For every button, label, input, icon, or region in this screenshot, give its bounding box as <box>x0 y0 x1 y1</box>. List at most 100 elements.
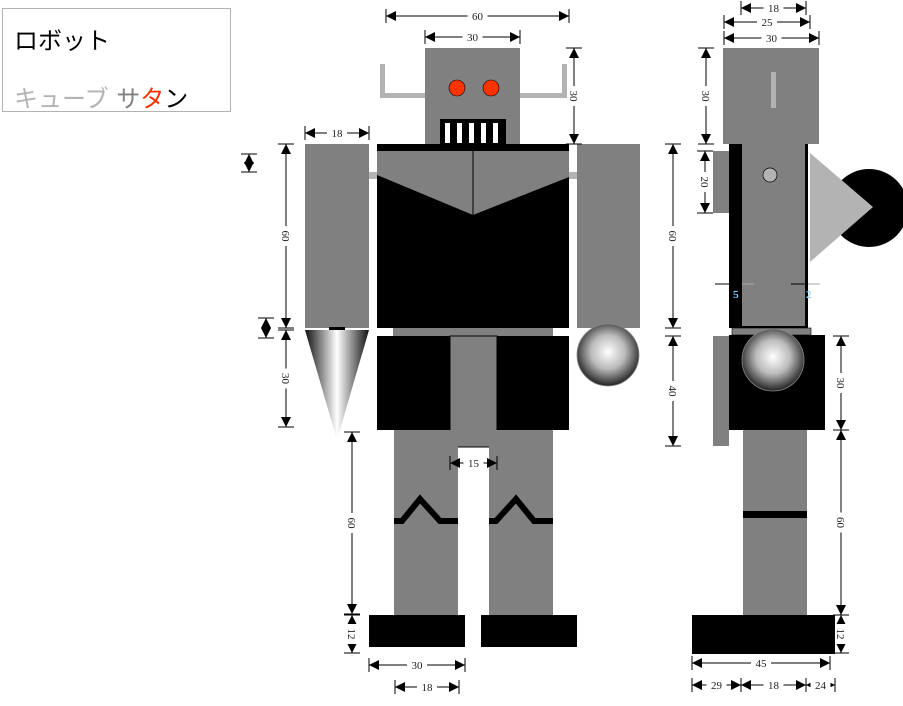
right-foot <box>481 615 577 647</box>
legend-part-cube: キューブ <box>14 85 109 113</box>
dim-side-18: 18 <box>740 1 807 15</box>
dim-side-foot-width: 45 <box>691 656 831 670</box>
dim-side-inset-left: 5 <box>715 283 754 301</box>
side-view <box>692 48 903 654</box>
arrowhead <box>347 615 357 625</box>
dim-crotch-width: 15 <box>449 456 498 470</box>
arrowhead <box>569 134 579 144</box>
arrowhead <box>569 48 579 58</box>
arrowhead <box>741 3 751 13</box>
arrowhead <box>487 458 497 468</box>
dim-side-shorts-height-label: 30 <box>834 378 846 390</box>
legend-part-n: ン <box>164 85 189 113</box>
dim-side-foot-height: 12 <box>833 614 849 654</box>
arrowhead <box>692 680 702 690</box>
crotch-plate <box>449 335 498 448</box>
left-arm <box>305 144 369 328</box>
arrowhead <box>281 318 291 328</box>
dim-side-25-label: 25 <box>762 17 774 29</box>
right-arm <box>577 144 640 328</box>
arrowhead <box>668 436 678 446</box>
arrowhead <box>836 430 846 440</box>
dim-side-leg-width: 18 <box>740 678 807 692</box>
dim-leg-width-label: 18 <box>422 682 434 694</box>
dim-side-inset-right-label: 2 <box>806 289 812 301</box>
front-view <box>305 48 640 647</box>
arrowhead <box>724 17 734 27</box>
arrowhead <box>668 144 678 154</box>
arrowhead <box>700 151 710 161</box>
legend-subtitle: キューブ サタン <box>14 79 188 114</box>
side-arm-block <box>713 151 729 213</box>
left-knee <box>394 494 458 524</box>
dim-leg-width: 18 <box>394 680 460 694</box>
legend-part-ta: タ <box>140 85 165 113</box>
arrowhead <box>450 458 460 468</box>
left-eye <box>448 79 466 97</box>
right-knee <box>489 494 553 524</box>
arrowhead <box>347 643 357 653</box>
dim-side-25: 25 <box>723 15 811 29</box>
arrowhead <box>369 660 379 670</box>
dim-side-hip-height-label: 40 <box>666 386 678 398</box>
dim-arm-width: 18 <box>304 126 370 140</box>
legend-box: ロボット キューブ サタン <box>2 8 231 114</box>
dim-shoulder-gap <box>241 153 257 173</box>
arrowhead <box>668 336 678 346</box>
arrowhead <box>809 33 819 43</box>
dim-head-width-label: 30 <box>467 32 479 44</box>
dim-side-shorts-height: 30 <box>833 335 849 431</box>
arrowhead <box>347 604 357 614</box>
legend-title: ロボット <box>14 27 110 55</box>
dim-arm-height-label: 60 <box>279 231 291 243</box>
dim-side-hip-height: 40 <box>665 335 681 447</box>
dim-side-foot-back: 29 <box>691 678 742 692</box>
dim-side-leg-height-label: 60 <box>834 517 846 529</box>
dim-side-head-width-label: 30 <box>766 33 778 45</box>
dim-head-width: 30 <box>424 30 521 44</box>
arrowhead <box>281 330 291 340</box>
side-head-slit <box>771 72 776 108</box>
dim-side-block-height: 20 <box>697 150 713 214</box>
side-sphere <box>741 328 805 392</box>
side-button <box>762 167 778 183</box>
arrowhead <box>281 144 291 154</box>
arrowhead <box>741 680 751 690</box>
side-foot <box>692 615 835 654</box>
arrowhead <box>261 328 271 338</box>
arrowhead <box>796 680 806 690</box>
dim-arm-height: 60 <box>278 143 294 329</box>
arrowhead <box>386 11 396 21</box>
arrowhead <box>244 154 254 164</box>
arrowhead <box>836 615 846 625</box>
arrowhead <box>347 432 357 442</box>
arrowhead <box>425 32 435 42</box>
dim-side-foot-front: 24 <box>805 678 836 692</box>
arrowhead <box>510 32 520 42</box>
arrowhead <box>836 336 846 346</box>
arrowhead <box>731 680 741 690</box>
dim-side-head-height-label: 30 <box>699 91 711 103</box>
dim-head-height-label: 30 <box>567 91 579 103</box>
dim-side-foot-width-label: 45 <box>756 658 768 670</box>
arrowhead <box>455 660 465 670</box>
arrowhead <box>559 11 569 21</box>
arrowhead <box>261 318 271 328</box>
dim-foot-height: 12 <box>344 614 360 654</box>
arrowhead <box>701 48 711 58</box>
dim-side-body-height: 60 <box>665 143 681 329</box>
right-eye <box>482 79 500 97</box>
arrowhead <box>800 17 810 27</box>
dim-side-foot-height-label: 12 <box>834 629 846 640</box>
arrowhead <box>449 682 459 692</box>
right-antenna <box>520 64 567 98</box>
dim-arm-gap <box>258 317 274 339</box>
dim-crotch-width-label: 15 <box>468 458 480 470</box>
arrowhead <box>395 682 405 692</box>
arrowhead <box>305 128 315 138</box>
hip-bar <box>393 328 553 336</box>
right-hand-sphere <box>576 323 640 387</box>
dim-side-head-height: 30 <box>698 47 714 145</box>
dim-side-body-height-label: 60 <box>666 231 678 243</box>
